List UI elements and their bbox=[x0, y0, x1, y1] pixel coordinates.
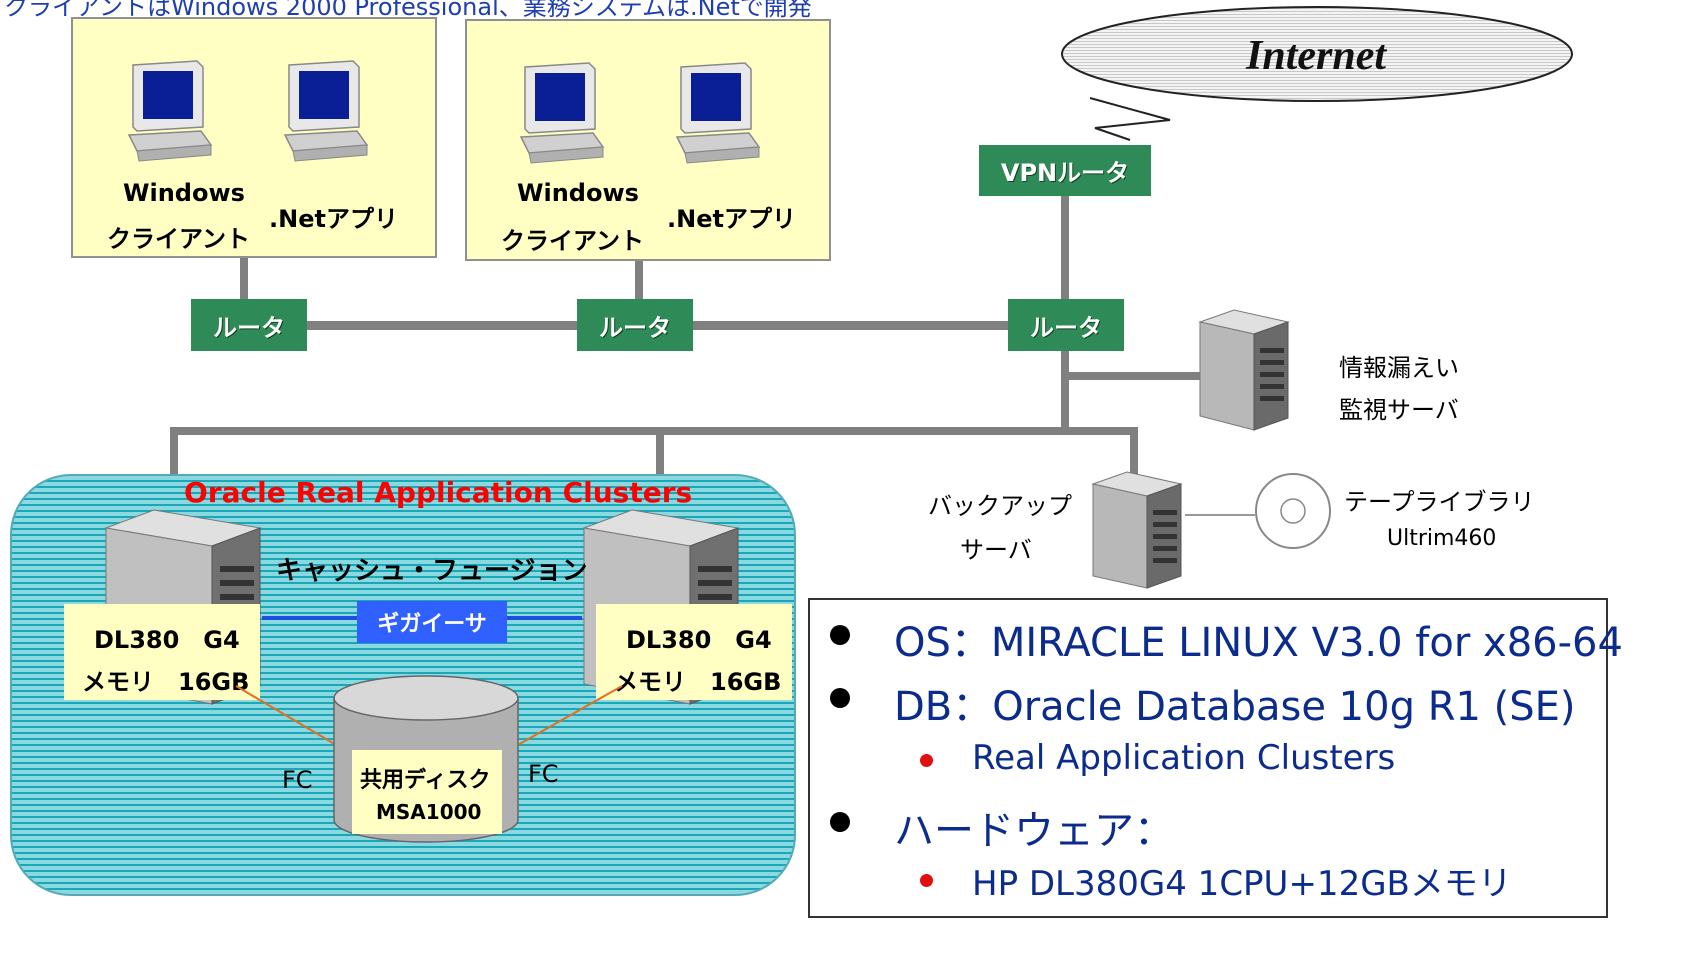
client1-link bbox=[240, 258, 248, 304]
rac-node1-spec: DL380 G4 メモリ 16GB bbox=[64, 604, 260, 700]
rac-node2-memory: メモリ 16GB bbox=[614, 668, 782, 696]
client-pc-icon bbox=[283, 60, 369, 162]
rac-node1-model: DL380 G4 bbox=[94, 626, 240, 654]
backup-server-label-1: バックアップ bbox=[928, 492, 1072, 520]
rac-node2-spec: DL380 G4 メモリ 16GB bbox=[596, 604, 792, 700]
shared-disk-label-2: MSA1000 bbox=[376, 800, 482, 824]
vpn-link bbox=[1061, 194, 1069, 304]
network-diagram: クライアントはWindows 2000 Professional、業務システムは… bbox=[4, 0, 1623, 918]
gigabit-ether-label: ギガイーサ bbox=[357, 601, 507, 643]
internet-label: Internet bbox=[1246, 33, 1387, 79]
client-os-label: Windows bbox=[517, 179, 639, 207]
client-pc-icon bbox=[675, 62, 761, 164]
rac-node1-memory: メモリ 16GB bbox=[82, 668, 250, 696]
bullet-dot bbox=[830, 812, 850, 832]
client-kind-label: クライアント bbox=[501, 227, 645, 255]
client-group-1: Windows クライアント .Netアプリ bbox=[71, 17, 437, 258]
rac-node2-link bbox=[656, 427, 664, 519]
router-2: ルータ bbox=[577, 299, 693, 351]
header-text: クライアントはWindows 2000 Professional、業務システムは… bbox=[4, 0, 812, 21]
backup-server-icon bbox=[1091, 471, 1183, 589]
client-os-label: Windows bbox=[123, 179, 245, 207]
tape-library-label: テープライブラリ bbox=[1344, 488, 1535, 516]
spec-db: DB：Oracle Database 10g R1 (SE) bbox=[894, 684, 1576, 730]
fc-links bbox=[235, 685, 623, 747]
leak-monitor-server-icon bbox=[1198, 309, 1290, 431]
bullet-dot bbox=[830, 688, 850, 708]
rac-node1-link bbox=[170, 427, 178, 519]
vpn-router: VPNルータ bbox=[979, 145, 1151, 196]
spec-hw-sub: HP DL380G4 1CPU+12GBメモリ bbox=[972, 864, 1512, 904]
internet-cloud bbox=[1061, 6, 1573, 141]
tape-model-label: Ultrim460 bbox=[1387, 526, 1497, 551]
leak-server-link bbox=[1061, 372, 1203, 380]
fc-left-label: FC bbox=[282, 766, 313, 794]
shared-disk-label-1: 共用ディスク bbox=[360, 768, 491, 793]
shared-disk-label-box bbox=[352, 750, 502, 834]
bullet-dot-red bbox=[920, 754, 933, 767]
spec-db-sub: Real Application Clusters bbox=[972, 738, 1396, 778]
spec-panel bbox=[808, 598, 1608, 918]
bullet-dot-red bbox=[920, 874, 933, 887]
tape-link bbox=[1185, 514, 1255, 516]
cache-fusion-label: キャッシュ・フュージョン bbox=[276, 556, 588, 586]
rac-title: Oracle Real Application Clusters bbox=[184, 476, 693, 509]
client-pc-icon bbox=[127, 60, 213, 162]
fc-right-label: FC bbox=[528, 760, 559, 788]
client-kind-label: クライアント bbox=[107, 225, 251, 253]
server-lan bbox=[170, 427, 1138, 435]
client-group-2: Windows クライアント .Netアプリ bbox=[465, 19, 831, 261]
backup-server-label-2: サーバ bbox=[960, 536, 1032, 564]
spec-os: OS：MIRACLE LINUX V3.0 for x86-64 bbox=[894, 620, 1623, 666]
client2-link bbox=[635, 260, 643, 304]
tape-disc-icon bbox=[1255, 473, 1331, 549]
router3-drop bbox=[1061, 348, 1069, 434]
spec-hw: ハードウェア： bbox=[894, 808, 1174, 854]
client-pc-icon bbox=[519, 62, 605, 164]
client-app-label: .Netアプリ bbox=[667, 205, 796, 233]
leak-server-label-1: 情報漏えい bbox=[1339, 354, 1459, 382]
router-3: ルータ bbox=[1008, 299, 1124, 351]
bullet-dot bbox=[830, 625, 850, 645]
router-1: ルータ bbox=[191, 299, 307, 351]
leak-server-label-2: 監視サーバ bbox=[1339, 396, 1459, 424]
rac-node2-model: DL380 G4 bbox=[626, 626, 772, 654]
client-app-label: .Netアプリ bbox=[269, 205, 398, 233]
backup-link bbox=[1130, 427, 1138, 477]
